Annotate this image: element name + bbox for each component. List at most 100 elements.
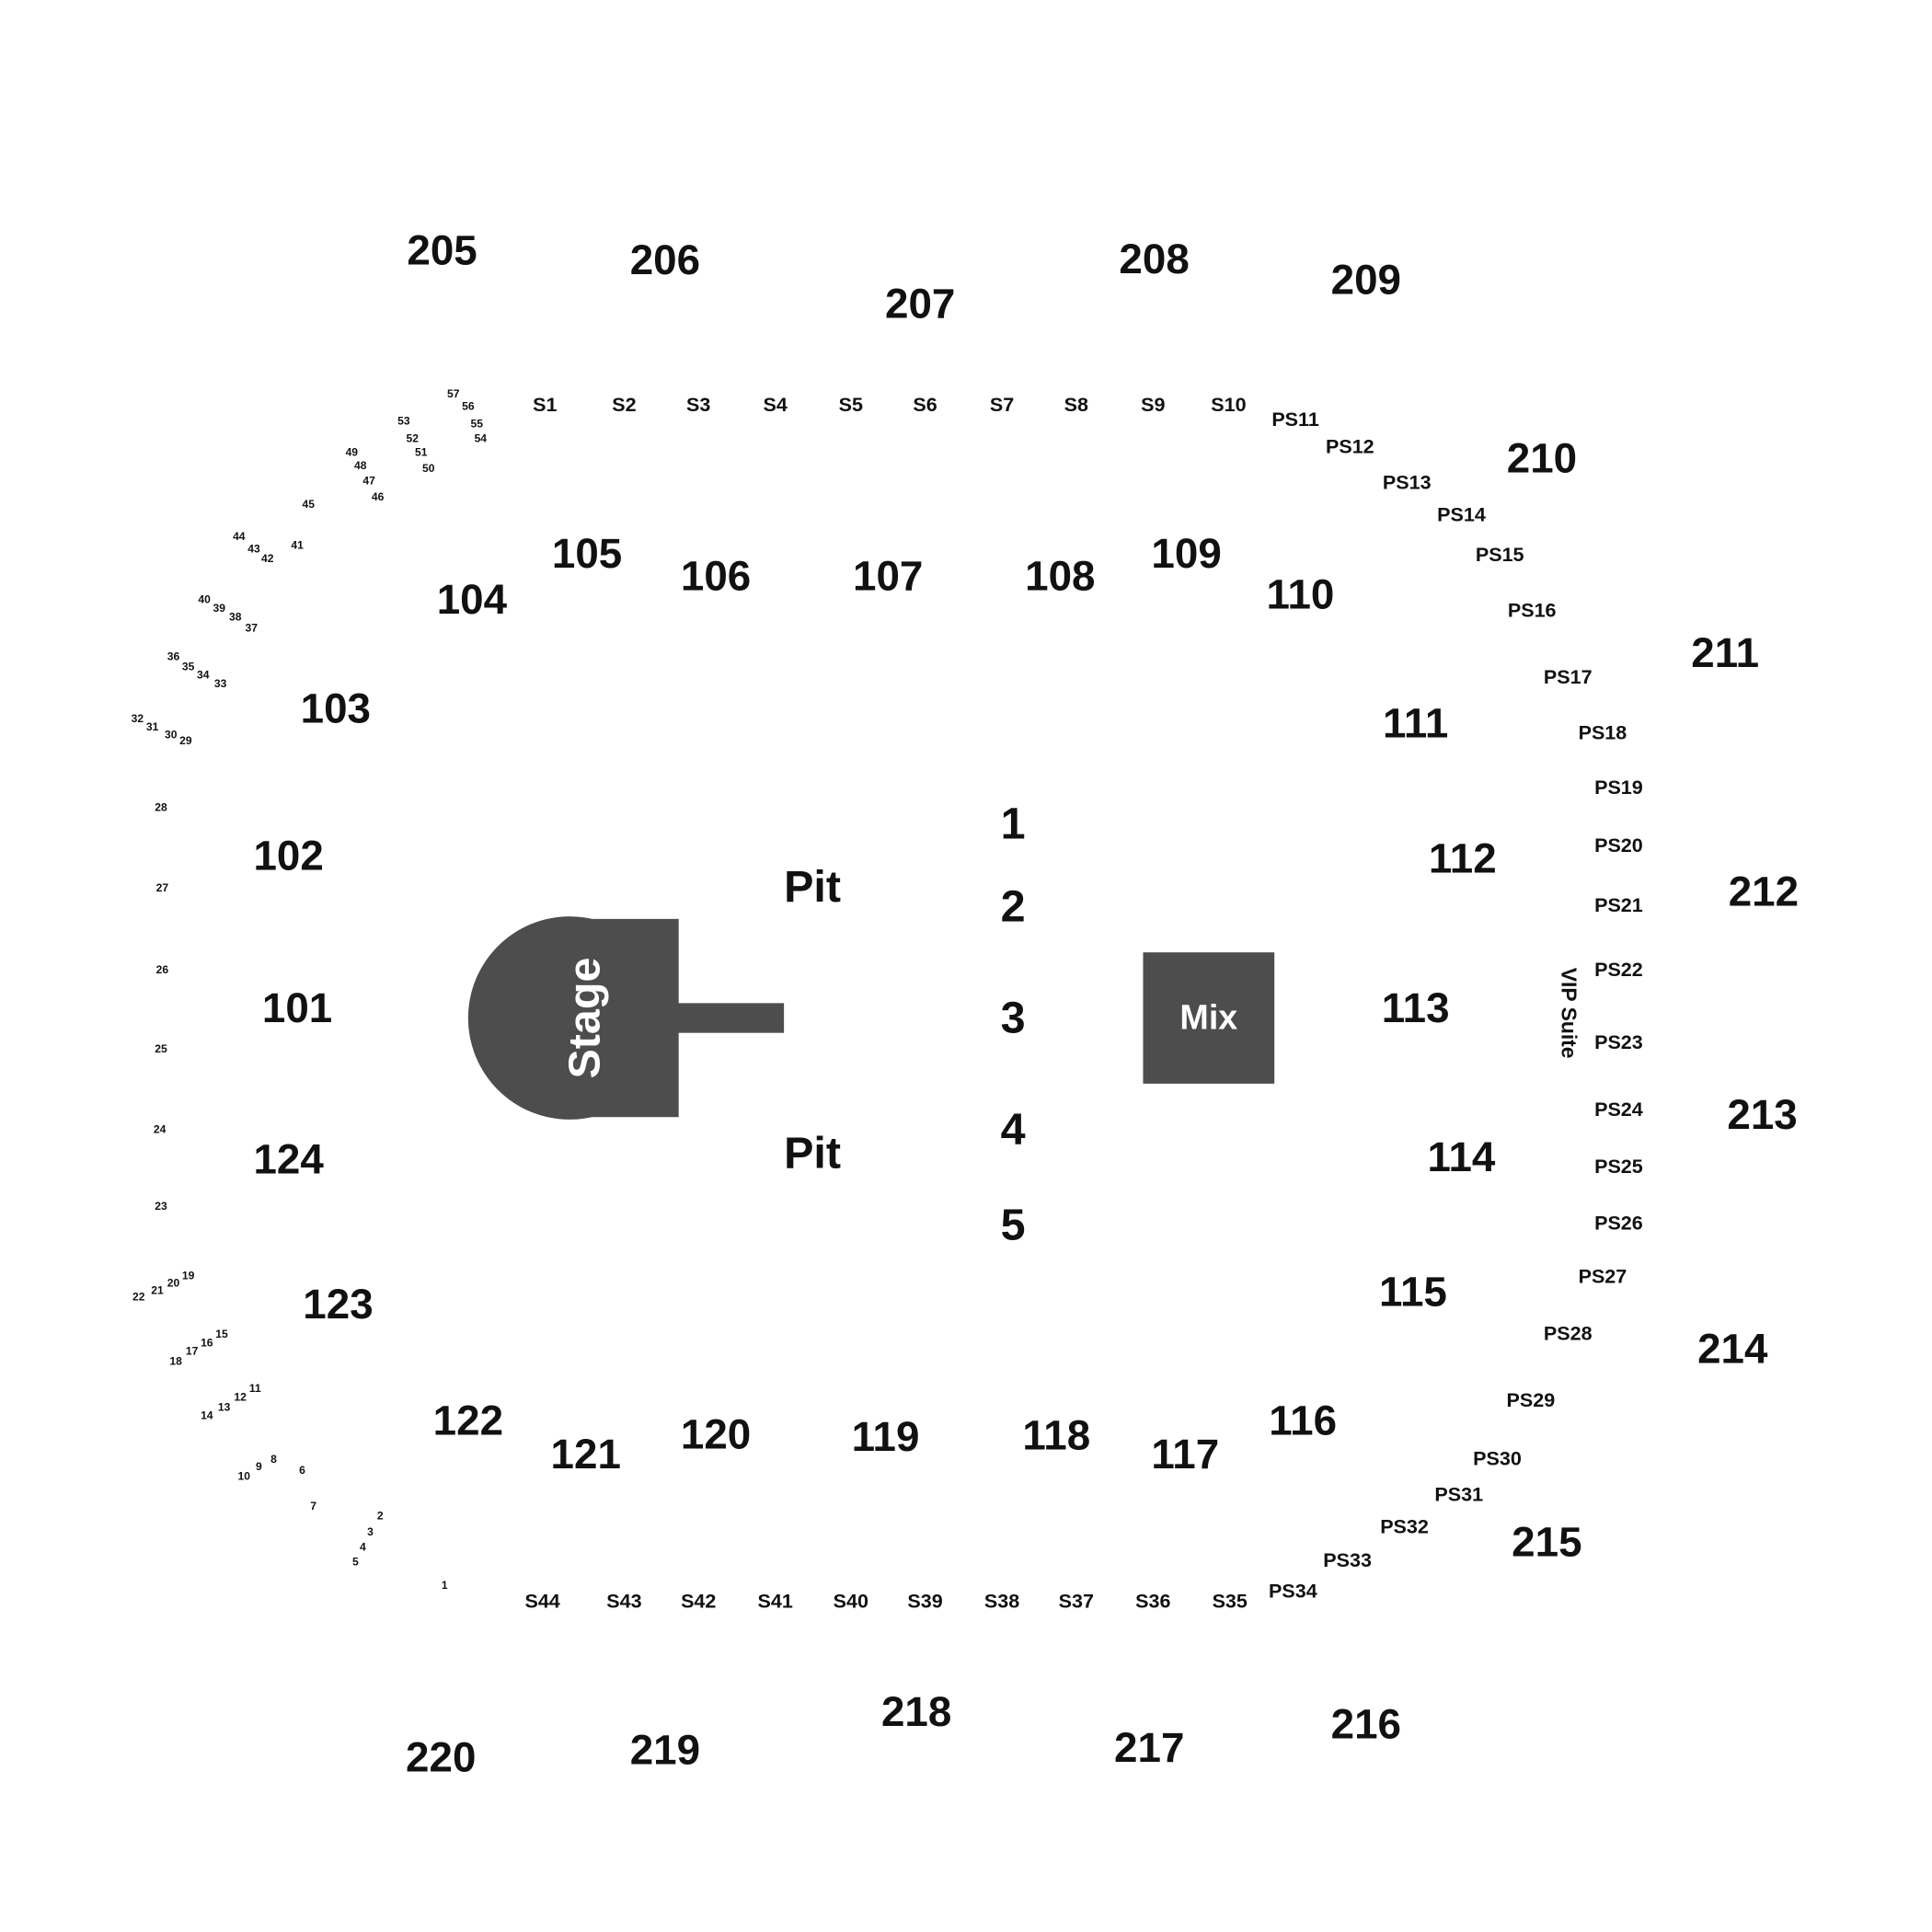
party-suite[interactable]: PS17 (1543, 667, 1593, 689)
suite[interactable]: S8 (1064, 395, 1088, 417)
box-seat[interactable]: 24 (153, 1122, 167, 1136)
box-seat[interactable]: 32 (131, 712, 144, 725)
box-seat[interactable]: 36 (167, 650, 180, 663)
section-upper[interactable]: 220 (406, 1734, 477, 1782)
box-seat[interactable]: 55 (470, 417, 484, 431)
suite[interactable]: S3 (686, 395, 711, 417)
suite[interactable]: S37 (1058, 1591, 1094, 1613)
box-seat[interactable]: 50 (422, 462, 435, 475)
section-lower[interactable]: 117 (1151, 1431, 1220, 1478)
box-seat[interactable]: 11 (248, 1382, 261, 1395)
party-suite[interactable]: PS31 (1434, 1485, 1484, 1506)
box-seat[interactable]: 49 (345, 445, 359, 459)
section-lower[interactable]: 121 (550, 1431, 621, 1478)
box-seat[interactable]: 6 (299, 1464, 305, 1477)
box-seat[interactable]: 33 (213, 677, 227, 690)
vip-suite-label[interactable]: VIP Suite (1557, 967, 1581, 1059)
section-lower[interactable]: 109 (1151, 530, 1222, 578)
party-suite[interactable]: PS33 (1323, 1550, 1372, 1572)
box-seat[interactable]: 4 (360, 1540, 366, 1554)
box-seat[interactable]: 40 (198, 592, 211, 606)
section-lower[interactable]: 122 (432, 1397, 504, 1445)
box-seat[interactable]: 43 (247, 542, 260, 556)
party-suite[interactable]: PS15 (1475, 545, 1524, 567)
section-upper[interactable]: 213 (1727, 1091, 1798, 1139)
section-lower[interactable]: 111 (1382, 700, 1449, 748)
box-seat[interactable]: 28 (155, 800, 167, 814)
section-lower[interactable]: 107 (853, 553, 924, 601)
section-lower[interactable]: 108 (1025, 553, 1096, 601)
party-suite[interactable]: PS11 (1271, 409, 1319, 431)
box-seat[interactable]: 16 (201, 1336, 213, 1349)
party-suite[interactable]: PS12 (1325, 437, 1374, 459)
suite[interactable]: S7 (989, 395, 1015, 417)
party-suite[interactable]: PS18 (1578, 723, 1627, 745)
box-seat[interactable]: 5 (351, 1555, 359, 1569)
suite[interactable]: S10 (1211, 395, 1247, 417)
box-seat[interactable]: 47 (362, 474, 375, 488)
box-seat[interactable]: 1 (441, 1579, 448, 1592)
section-upper[interactable]: 211 (1691, 629, 1760, 677)
box-seat[interactable]: 15 (215, 1328, 228, 1340)
suite[interactable]: S42 (681, 1591, 717, 1613)
section-floor[interactable]: Pit (784, 1126, 842, 1179)
suite[interactable]: S5 (838, 395, 863, 417)
party-suite[interactable]: PS20 (1594, 835, 1643, 857)
section-upper[interactable]: 212 (1728, 868, 1800, 916)
section-upper[interactable]: 205 (407, 227, 477, 275)
box-seat[interactable]: 34 (197, 668, 210, 682)
party-suite[interactable]: PS19 (1594, 777, 1643, 799)
section-upper[interactable]: 206 (629, 236, 701, 284)
section-upper[interactable]: 219 (629, 1727, 701, 1775)
section-upper[interactable]: 209 (1330, 257, 1401, 305)
box-seat[interactable]: 17 (185, 1344, 199, 1358)
box-seat[interactable]: 9 (255, 1460, 262, 1473)
section-lower[interactable]: 119 (851, 1413, 920, 1461)
section-lower[interactable]: 105 (551, 530, 623, 578)
box-seat[interactable]: 3 (367, 1525, 374, 1538)
box-seat[interactable]: 20 (167, 1276, 180, 1290)
suite[interactable]: S39 (907, 1591, 943, 1613)
section-upper[interactable]: 214 (1697, 1326, 1768, 1374)
box-seat[interactable]: 2 (376, 1509, 384, 1523)
section-lower[interactable]: 113 (1381, 984, 1450, 1033)
party-suite[interactable]: PS29 (1506, 1390, 1556, 1412)
suite[interactable]: S2 (612, 395, 637, 417)
section-upper[interactable]: 215 (1512, 1519, 1582, 1567)
box-seat[interactable]: 25 (155, 1042, 167, 1055)
suite[interactable]: S40 (833, 1591, 868, 1613)
section-upper[interactable]: 208 (1119, 236, 1190, 283)
party-suite[interactable]: PS30 (1473, 1448, 1522, 1470)
box-seat[interactable]: 29 (179, 734, 192, 747)
box-seat[interactable]: 37 (245, 621, 259, 635)
section-lower[interactable]: 114 (1427, 1133, 1496, 1181)
section-lower[interactable]: 118 (1022, 1412, 1091, 1460)
section-lower[interactable]: 116 (1269, 1397, 1338, 1445)
section-lower[interactable]: 115 (1379, 1269, 1447, 1317)
box-seat[interactable]: 38 (229, 610, 242, 624)
suite[interactable]: S43 (606, 1591, 642, 1613)
box-seat[interactable]: 26 (155, 963, 169, 976)
section-floor[interactable]: 3 (1000, 992, 1026, 1043)
party-suite[interactable]: PS24 (1594, 1099, 1643, 1121)
box-seat[interactable]: 22 (132, 1290, 145, 1304)
section-lower[interactable]: 124 (253, 1136, 324, 1184)
box-seat[interactable]: 31 (145, 720, 159, 733)
box-seat[interactable]: 45 (302, 498, 315, 511)
section-lower[interactable]: 106 (680, 553, 752, 601)
suite[interactable]: S1 (533, 395, 558, 417)
box-seat[interactable]: 23 (155, 1200, 167, 1213)
box-seat[interactable]: 42 (261, 552, 274, 565)
suite[interactable]: S35 (1212, 1591, 1248, 1613)
section-lower[interactable]: 112 (1428, 834, 1497, 883)
section-lower[interactable]: 120 (680, 1410, 752, 1459)
section-lower[interactable]: 104 (436, 576, 508, 624)
box-seat[interactable]: 21 (151, 1283, 164, 1297)
party-suite[interactable]: PS14 (1437, 505, 1486, 527)
box-seat[interactable]: 46 (371, 490, 385, 503)
box-seat[interactable]: 48 (353, 459, 367, 472)
party-suite[interactable]: PS25 (1594, 1156, 1643, 1179)
section-upper[interactable]: 216 (1330, 1700, 1401, 1749)
box-seat[interactable]: 12 (234, 1390, 247, 1404)
suite[interactable]: S41 (757, 1591, 793, 1613)
